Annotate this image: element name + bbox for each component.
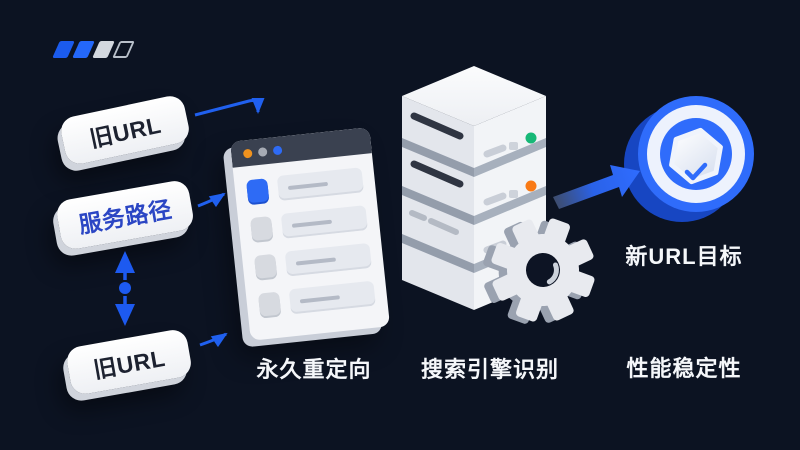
shield-badge-icon	[624, 96, 754, 222]
arrow-old-url-to-browser	[194, 98, 265, 117]
window-dot-blue-icon	[272, 144, 283, 155]
caption-performance-stability: 性能稳定性	[626, 356, 742, 381]
server-vents	[409, 112, 464, 235]
browser-content	[233, 153, 389, 332]
speed-bar-4-outline	[112, 41, 135, 58]
service-path-pill: 服务路径	[54, 178, 196, 252]
service-path-pill-label: 服务路径	[76, 196, 174, 238]
speed-bars-icon	[52, 41, 135, 58]
hexagon-icon	[669, 127, 723, 185]
item-chip	[253, 253, 278, 279]
caption-new-url-target: 新URL目标	[625, 244, 743, 269]
item-bar	[276, 167, 364, 202]
old-url-pill-top-label: 旧URL	[87, 111, 164, 153]
list-item	[257, 280, 376, 318]
gear-icon	[483, 218, 595, 324]
caption-permanent-redirect: 永久重定向	[256, 357, 372, 382]
two-way-arrow-icon	[115, 251, 135, 326]
window-dot-orange-icon	[242, 148, 253, 159]
item-chip	[250, 215, 274, 242]
caption-search-engine-recognition: 搜索引擎识别	[420, 357, 559, 382]
list-item	[250, 205, 368, 242]
item-bar	[288, 280, 376, 315]
window-dot-gray-icon	[257, 146, 268, 157]
arrow-old-url-bottom-to-browser	[199, 332, 228, 348]
status-dot-orange	[525, 180, 537, 192]
old-url-pill-bottom: 旧URL	[64, 327, 194, 397]
item-bar	[280, 205, 368, 239]
active-item-chip	[246, 178, 270, 204]
arrow-service-path-to-browser	[197, 192, 226, 208]
list-item	[246, 167, 364, 204]
server-stack-illustration	[402, 66, 595, 324]
speed-bar-1	[52, 41, 75, 58]
server-top-face	[402, 66, 546, 126]
list-item	[253, 242, 372, 280]
item-bar	[284, 242, 372, 277]
check-icon	[684, 162, 708, 181]
browser-window	[229, 127, 391, 341]
old-url-pill-top: 旧URL	[58, 93, 192, 167]
old-url-pill-bottom-label: 旧URL	[91, 344, 168, 384]
speed-bar-2	[72, 41, 95, 58]
status-dot-green	[525, 132, 537, 144]
item-chip	[257, 291, 282, 317]
speed-bar-3	[92, 41, 115, 58]
browser-window-illustration	[229, 127, 391, 341]
